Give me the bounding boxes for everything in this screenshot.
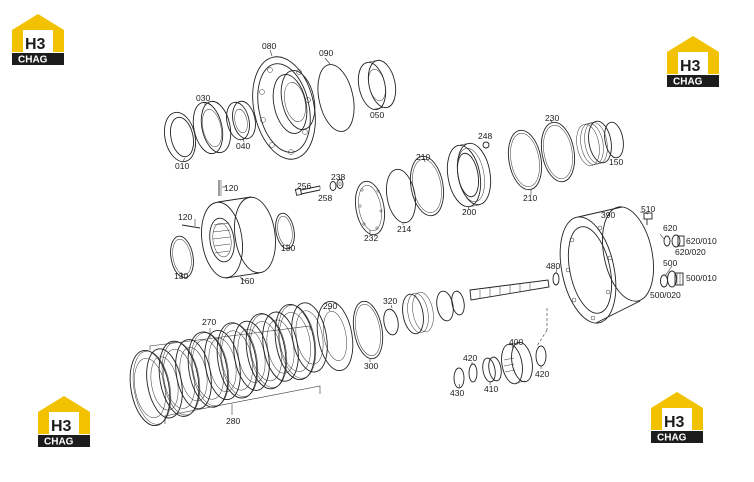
label-270: 270 bbox=[202, 317, 216, 327]
part-320-ring bbox=[383, 308, 399, 336]
part-040-bearing-race bbox=[226, 100, 256, 141]
part-120-pin-vertical bbox=[218, 180, 222, 196]
label-010: 010 bbox=[175, 161, 189, 171]
label-030: 030 bbox=[196, 93, 210, 103]
label-390: 390 bbox=[601, 210, 615, 220]
label-500-020: 500/020 bbox=[650, 290, 681, 300]
label-500: 500 bbox=[663, 258, 677, 268]
part-420-snap-ring-left bbox=[468, 363, 478, 383]
part-410-bearing bbox=[482, 356, 502, 383]
part-258-nut bbox=[329, 181, 337, 191]
part-030-bearing bbox=[192, 100, 232, 155]
part-430-washer bbox=[453, 367, 465, 389]
part-080-hub-housing bbox=[252, 56, 316, 160]
part-050-bearing bbox=[357, 59, 397, 111]
part-420-snap-ring-right bbox=[535, 345, 547, 367]
part-400-roller-bearing bbox=[501, 341, 533, 385]
part-232-shim-ring bbox=[354, 180, 386, 236]
label-230: 230 bbox=[545, 113, 559, 123]
label-500-010: 500/010 bbox=[686, 273, 717, 283]
part-510-bolt bbox=[643, 212, 653, 225]
part-290-end-plate bbox=[316, 300, 354, 372]
label-420-left: 420 bbox=[463, 353, 477, 363]
part-150-disc-pack bbox=[576, 120, 624, 167]
part-shaft bbox=[469, 279, 550, 301]
label-620-010: 620/010 bbox=[686, 236, 717, 246]
leader-lines bbox=[180, 49, 673, 389]
label-620-020: 620/020 bbox=[675, 247, 706, 257]
svg-text:CHAG: CHAG bbox=[44, 437, 74, 448]
part-480-ring bbox=[552, 272, 560, 286]
brand-logo-bottom-right: H3 CHAG bbox=[651, 392, 703, 444]
brand-logo-top-right: H3 CHAG bbox=[667, 36, 719, 88]
part-120-pin-horizontal bbox=[181, 224, 201, 229]
label-130-left: 130 bbox=[174, 271, 188, 281]
part-130-snap-ring-right bbox=[275, 212, 295, 250]
label-300: 300 bbox=[364, 361, 378, 371]
label-200: 200 bbox=[462, 207, 476, 217]
part-500-plug-assembly bbox=[660, 270, 684, 288]
label-080: 080 bbox=[262, 41, 276, 51]
label-510: 510 bbox=[641, 204, 655, 214]
label-120-top: 120 bbox=[224, 183, 238, 193]
part-090-o-ring bbox=[317, 64, 355, 132]
part-256-bolt bbox=[294, 185, 321, 196]
label-290: 290 bbox=[323, 301, 337, 311]
part-010-seal-ring bbox=[163, 111, 197, 163]
label-430: 430 bbox=[450, 388, 464, 398]
label-214: 214 bbox=[397, 224, 411, 234]
part-130-snap-ring-left bbox=[170, 235, 194, 279]
part-214-ring bbox=[385, 168, 417, 224]
brand-logo-top-left: H3 CHAG bbox=[12, 14, 64, 66]
part-390-outer-housing bbox=[559, 206, 654, 324]
part-160-planet-carrier bbox=[201, 196, 276, 279]
label-258: 258 bbox=[318, 193, 332, 203]
part-300-snap-ring bbox=[352, 300, 384, 360]
label-320: 320 bbox=[383, 296, 397, 306]
part-270-280-disc-stack bbox=[129, 302, 328, 427]
label-130-right: 130 bbox=[281, 243, 295, 253]
svg-text:CHAG: CHAG bbox=[18, 55, 48, 66]
part-230-ring bbox=[540, 121, 576, 183]
label-232: 232 bbox=[364, 233, 378, 243]
part-238-washer bbox=[336, 179, 344, 189]
part-200-piston bbox=[446, 142, 492, 208]
label-410: 410 bbox=[484, 384, 498, 394]
label-210-left: 210 bbox=[416, 152, 430, 162]
label-210-right: 210 bbox=[523, 193, 537, 203]
svg-text:H3: H3 bbox=[680, 58, 701, 75]
label-160: 160 bbox=[240, 276, 254, 286]
label-256: 256 bbox=[297, 181, 311, 191]
label-150: 150 bbox=[609, 157, 623, 167]
label-420-right: 420 bbox=[535, 369, 549, 379]
svg-text:H3: H3 bbox=[25, 36, 46, 53]
part-620-breather-assembly bbox=[663, 234, 685, 248]
label-480: 480 bbox=[546, 261, 560, 271]
part-210-ring-left bbox=[409, 155, 445, 217]
label-238: 238 bbox=[331, 172, 345, 182]
part-sun-gear bbox=[402, 290, 465, 335]
label-050: 050 bbox=[370, 110, 384, 120]
part-248-plug bbox=[482, 141, 490, 149]
brand-logo-bottom-left: H3 CHAG bbox=[38, 396, 90, 448]
svg-text:H3: H3 bbox=[51, 418, 72, 435]
label-280: 280 bbox=[226, 416, 240, 426]
label-040: 040 bbox=[236, 141, 250, 151]
label-620: 620 bbox=[663, 223, 677, 233]
svg-text:CHAG: CHAG bbox=[657, 433, 687, 444]
label-090: 090 bbox=[319, 48, 333, 58]
label-400: 400 bbox=[509, 337, 523, 347]
part-number-labels: 010 030 040 080 090 050 120 120 130 130 … bbox=[174, 41, 717, 426]
label-120-left: 120 bbox=[178, 212, 192, 222]
svg-text:H3: H3 bbox=[664, 414, 685, 431]
svg-text:CHAG: CHAG bbox=[673, 77, 703, 88]
part-210-ring-right bbox=[507, 129, 543, 191]
label-248: 248 bbox=[478, 131, 492, 141]
